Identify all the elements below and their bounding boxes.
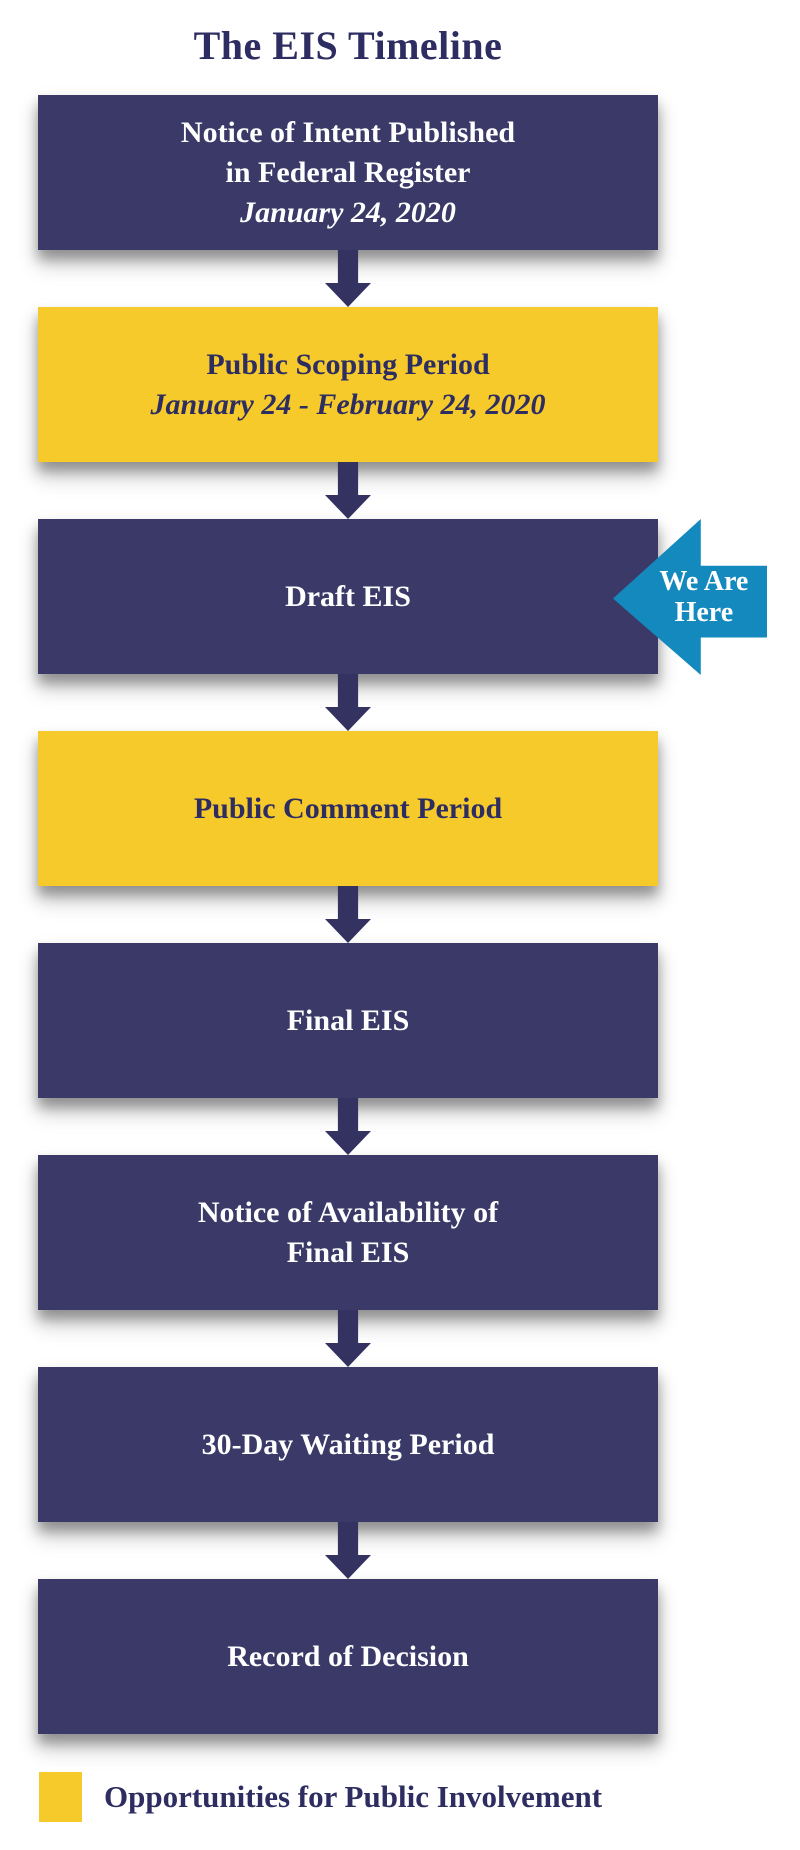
step-public-comment-period: Public Comment Period: [38, 731, 658, 886]
down-arrow-icon: [325, 250, 371, 307]
we-are-here-label: We Are Here: [647, 519, 761, 675]
legend-label: Opportunities for Public Involvement: [104, 1779, 603, 1814]
step-date: January 24, 2020: [240, 195, 456, 229]
down-arrow-icon: [325, 886, 371, 943]
step-line: Public Comment Period: [193, 791, 503, 825]
step-30-day-waiting-period: 30-Day Waiting Period: [38, 1367, 658, 1522]
legend: Opportunities for Public Involvement: [39, 1772, 602, 1822]
step-line: in Federal Register: [225, 155, 471, 189]
step-line: Public Scoping Period: [206, 347, 490, 381]
step-line: Final EIS: [286, 1235, 410, 1269]
step-line: Draft EIS: [285, 579, 411, 613]
down-arrow-icon: [325, 462, 371, 519]
legend-yellow-swatch: [39, 1772, 82, 1822]
step-line: Notice of Intent Published: [180, 115, 516, 149]
step-line: 30-Day Waiting Period: [201, 1427, 495, 1461]
down-arrow-icon: [325, 1310, 371, 1367]
down-arrow-icon: [325, 674, 371, 731]
we-are-here-line: We Are: [659, 566, 749, 597]
step-line: Record of Decision: [227, 1639, 469, 1673]
step-notice-of-availability: Notice of Availability of Final EIS: [38, 1155, 658, 1310]
step-notice-of-intent: Notice of Intent Published in Federal Re…: [38, 95, 658, 250]
page-title: The EIS Timeline: [193, 23, 503, 68]
step-line: Final EIS: [286, 1003, 410, 1037]
step-line: Notice of Availability of: [197, 1195, 499, 1229]
down-arrow-icon: [325, 1098, 371, 1155]
step-record-of-decision: Record of Decision: [38, 1579, 658, 1734]
step-date: January 24 - February 24, 2020: [150, 387, 546, 421]
step-public-scoping-period: Public Scoping Period January 24 - Febru…: [38, 307, 658, 462]
step-final-eis: Final EIS: [38, 943, 658, 1098]
we-are-here-line: Here: [674, 597, 734, 628]
step-draft-eis: Draft EIS: [38, 519, 658, 674]
down-arrow-icon: [325, 1522, 371, 1579]
